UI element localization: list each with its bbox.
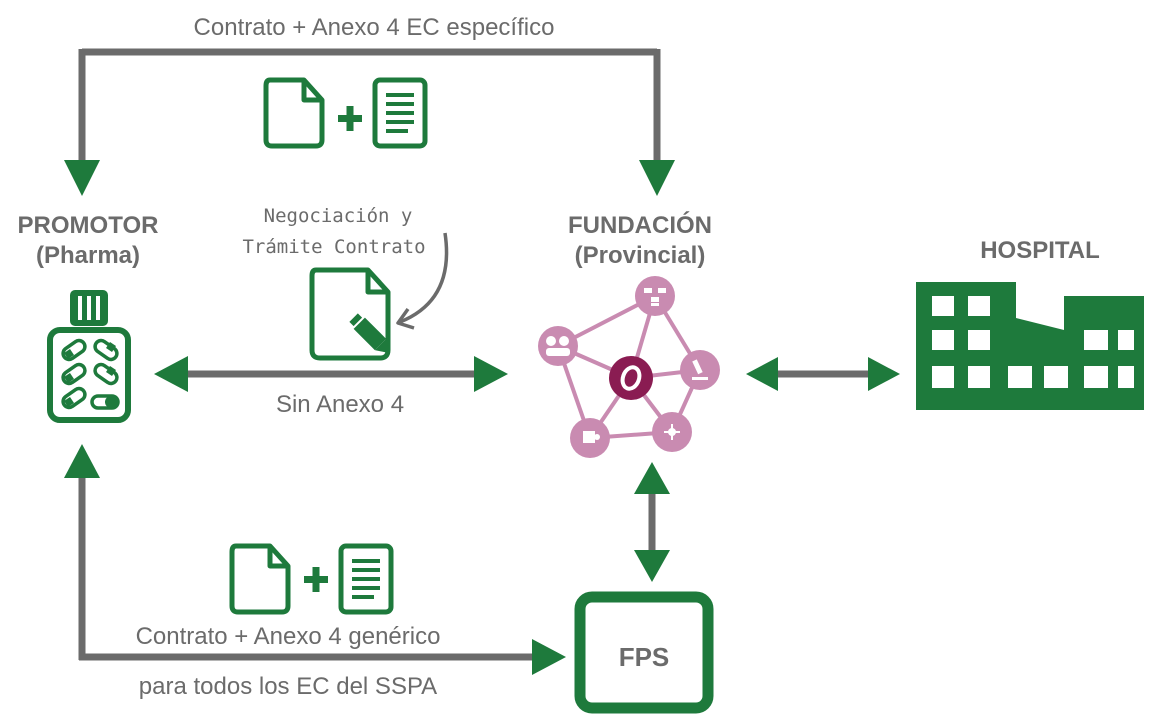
- arrow-down-to-fps: [634, 550, 670, 582]
- hospital-title: HOSPITAL: [980, 237, 1100, 264]
- negotiation-line1: Negociación y: [264, 205, 413, 227]
- fps-title: FPS: [619, 642, 670, 672]
- arrow-right-to-fps: [532, 639, 566, 675]
- plus-icon: [338, 106, 362, 131]
- network-node-people: [538, 326, 578, 366]
- top-connector: [64, 48, 675, 196]
- bottom-connector: [64, 444, 566, 675]
- arrow-right-to-fundacion: [474, 356, 508, 392]
- fundacion-title: FUNDACIÓN: [568, 211, 712, 239]
- network-node-flowchart: [635, 276, 675, 316]
- bottom-edge-label-line2: para todos los EC del SSPA: [139, 673, 437, 700]
- network-center-logo: [609, 356, 653, 400]
- arrow-up-to-fundacion: [634, 462, 670, 494]
- plus-icon-bottom: [304, 567, 328, 592]
- middle-edge-label: Sin Anexo 4: [276, 391, 404, 418]
- arrow-down-to-fundacion: [639, 160, 675, 196]
- negotiation-line2: Trámite Contrato: [242, 236, 425, 258]
- top-edge-label: Contrato + Anexo 4 EC específico: [194, 14, 555, 41]
- document-icon: [263, 77, 325, 149]
- signed-contract-icon: [309, 267, 391, 361]
- negotiation-curved-arrow: [399, 232, 449, 324]
- promotor-subtitle: (Pharma): [36, 242, 140, 269]
- arrow-up-to-promotor: [64, 444, 100, 478]
- promotor-fundacion-arrow: [154, 356, 508, 392]
- arrow-right-to-hospital: [868, 357, 900, 391]
- fundacion-fps-arrow: [634, 462, 670, 582]
- list-document-icon-bottom: [338, 543, 394, 615]
- fundacion-subtitle: (Provincial): [575, 242, 706, 269]
- arrow-left-to-promotor: [154, 356, 188, 392]
- pill-bottle-icon: [47, 290, 131, 423]
- arrow-left-to-fundacion: [746, 357, 778, 391]
- list-document-icon: [372, 77, 428, 149]
- hospital-building-icon: [916, 282, 1144, 410]
- promotor-title: PROMOTOR: [18, 212, 159, 239]
- document-icon-bottom: [229, 543, 291, 615]
- arrow-down-to-promotor: [64, 160, 100, 196]
- fps-box: [574, 591, 714, 714]
- network-icon: [538, 276, 720, 458]
- bottom-edge-label-line1: Contrato + Anexo 4 genérico: [136, 623, 441, 650]
- fundacion-hospital-arrow: [746, 357, 900, 391]
